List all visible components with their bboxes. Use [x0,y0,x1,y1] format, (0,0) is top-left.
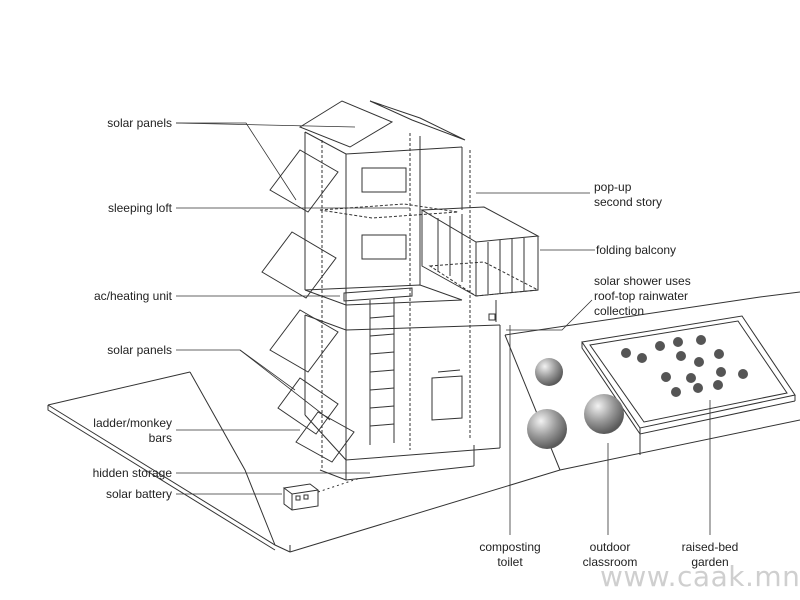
label-solar-battery: solar battery [105,487,172,501]
label-outdoor-classroom: outdoor classroom [572,540,648,570]
label-shower-line2: roof-top rainwater [594,289,689,303]
watermark: www.caak.mn [600,560,800,593]
label-composting-line2: toilet [497,555,523,569]
raised-bed-garden [581,315,796,435]
outdoor-classroom-spheres [527,358,624,449]
label-pop-up-second-story: pop-up second story [594,180,662,210]
side-solar-panels [261,149,355,463]
label-ladder-line2: bars [148,431,172,445]
label-solar-shower: solar shower uses roof-top rainwater col… [594,274,691,319]
ground-platform [47,291,800,553]
label-solar-panels-mid: solar panels [107,343,172,357]
label-sleeping-loft: sleeping loft [107,201,172,215]
label-ladder-line1: ladder/monkey [93,416,172,430]
solar-battery-drawing [282,477,361,511]
label-shower-line1: solar shower uses [594,274,691,288]
label-composting-toilet: composting toilet [470,540,550,570]
label-raised-bed-garden: raised-bed garden [670,540,750,570]
label-garden-line1: raised-bed [681,540,739,554]
label-ac-heating-unit: ac/heating unit [93,289,172,303]
tower-structure [298,100,501,481]
label-outdoor-line1: outdoor [589,540,631,554]
label-popup-line1: pop-up [594,180,632,194]
label-folding-balcony: folding balcony [596,243,677,257]
folding-balcony-drawing [420,206,540,322]
label-outdoor-line2: classroom [582,555,638,569]
label-garden-line2: garden [691,555,729,569]
label-ladder-monkey-bars: ladder/monkey bars [93,416,172,446]
label-shower-line3: collection [594,304,645,318]
label-popup-line2: second story [594,195,663,209]
label-solar-panels-top: solar panels [107,116,172,130]
garden-plants [621,335,748,397]
leader-lines [175,122,711,535]
label-composting-line1: composting [479,540,541,554]
label-hidden-storage: hidden storage [92,466,172,480]
